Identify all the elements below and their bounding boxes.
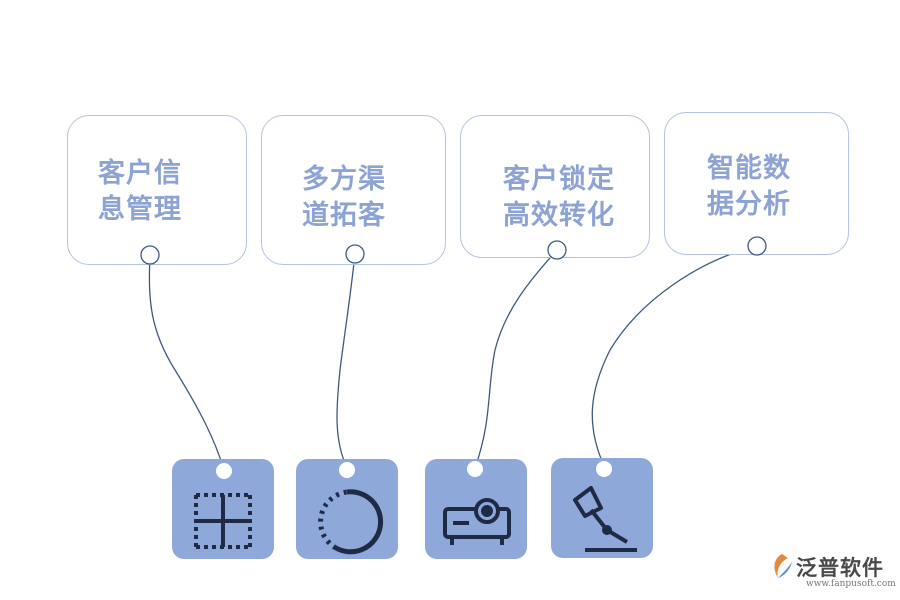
logo-name: 泛普软件 <box>796 556 884 580</box>
connector-1 <box>148 254 225 471</box>
card-lock-convert-line-1: 客户锁定 <box>503 164 615 195</box>
connector-2 <box>336 253 356 469</box>
connector-3 <box>474 249 558 469</box>
card-customer-info-line-1: 客户信 <box>98 158 182 189</box>
connector-4 <box>591 245 758 469</box>
card-hole-2 <box>345 244 365 264</box>
card-multi-channel-line-2: 道拓客 <box>302 200 386 231</box>
dotted-circle-icon <box>318 489 384 555</box>
desk-lamp-icon <box>573 486 637 552</box>
fanpu-logo-icon <box>774 554 792 578</box>
tile-circle <box>296 459 398 559</box>
tile-grid <box>172 459 274 559</box>
tile-lamp <box>551 458 653 558</box>
card-customer-info-line-2: 息管理 <box>98 194 182 225</box>
card-hole-3 <box>547 240 567 260</box>
card-data-analysis-line-1: 智能数 <box>707 153 791 184</box>
brand-logo: 泛普软件 www.fanpusoft.com <box>768 552 896 596</box>
card-customer-info: 客户信 息管理 <box>67 115 247 265</box>
card-hole-1 <box>140 245 160 265</box>
card-multi-channel: 多方渠 道拓客 <box>261 115 446 265</box>
card-hole-4 <box>747 236 767 256</box>
card-data-analysis-line-2: 据分析 <box>707 189 791 220</box>
card-lock-convert: 客户锁定 高效转化 <box>460 115 650 258</box>
logo-url: www.fanpusoft.com <box>806 579 896 589</box>
tile-projector <box>425 459 527 559</box>
card-lock-convert-line-2: 高效转化 <box>503 200 615 231</box>
grid-crosshair-icon <box>194 493 252 549</box>
card-multi-channel-line-1: 多方渠 <box>302 164 386 195</box>
projector-icon <box>443 498 511 545</box>
